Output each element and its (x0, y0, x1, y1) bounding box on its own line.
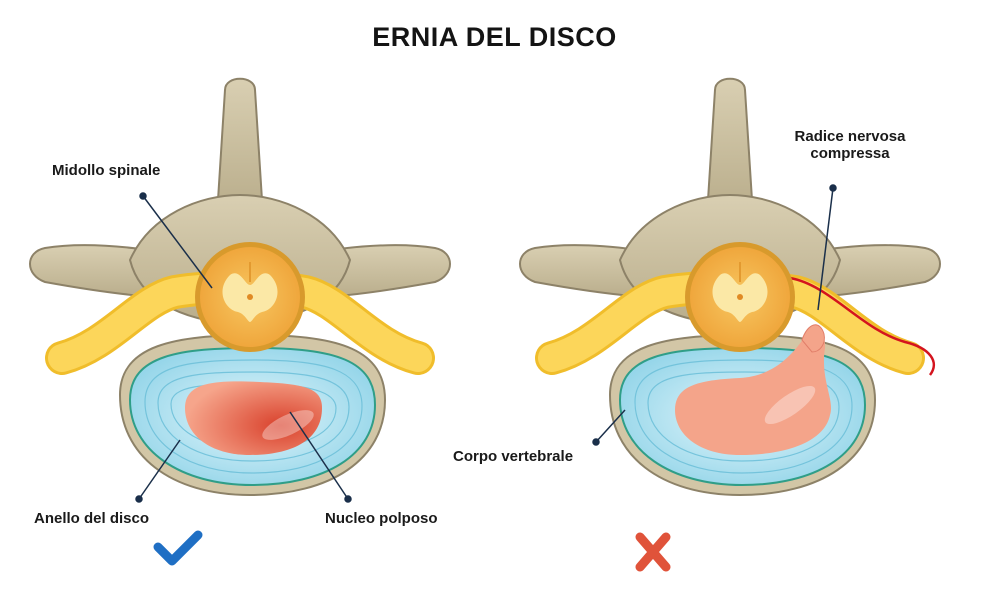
label-spinal-cord: Midollo spinale (52, 162, 161, 179)
label-nucleus: Nucleo polposo (325, 510, 438, 527)
label-compressed-root-line2: compressa (810, 145, 890, 162)
leader-lines-right (592, 184, 837, 446)
healthy-vertebra (29, 77, 451, 497)
nucleus-pulposus (185, 381, 322, 455)
cross-icon (635, 532, 671, 572)
label-compressed-root: Radice nervosa compressa (790, 128, 910, 162)
herniated-nucleus (675, 327, 832, 455)
spinous-process (216, 77, 264, 213)
label-compressed-root-line1: Radice nervosa (794, 128, 906, 145)
label-annulus: Anello del disco (34, 510, 150, 527)
page-title: ERNIA DEL DISCO (372, 22, 617, 52)
label-vertebral-body: Corpo vertebrale (453, 448, 574, 465)
herniated-vertebra (519, 77, 941, 497)
check-icon (153, 530, 203, 566)
compressed-nerve-root (789, 276, 936, 376)
leader-lines-left (135, 192, 352, 503)
